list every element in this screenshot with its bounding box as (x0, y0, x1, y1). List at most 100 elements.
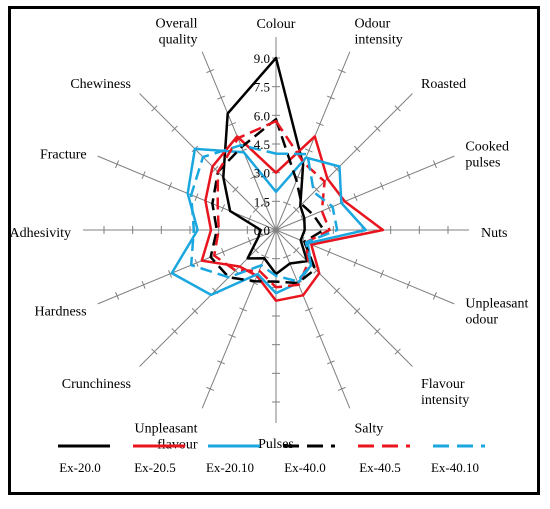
axis-label-hardness: Hardness (34, 305, 86, 320)
axis-tick-1-1 (283, 201, 291, 206)
r-tick-label: 9.0 (254, 51, 270, 66)
axis-spoke-14 (139, 93, 277, 231)
axis-label-roasted: Roasted (421, 77, 466, 92)
axis-tick-3-4 (379, 182, 384, 191)
series-line-Ex-20.0 (222, 56, 309, 276)
axis-tick-15-6 (206, 69, 215, 74)
axis-spoke-11 (97, 229, 277, 305)
axis-tick-7-3 (305, 307, 313, 312)
axis-tick-10-6 (151, 348, 158, 355)
axis-tick-3-6 (432, 160, 437, 169)
axis-tick-6-1 (293, 247, 300, 254)
axis-label-chewiness: Chewiness (70, 77, 131, 92)
axis-tick-7-6 (337, 386, 346, 391)
axis-tick-15-2 (250, 175, 258, 180)
axis-tick-3-3 (353, 193, 358, 201)
axis-tick-6-3 (333, 287, 340, 294)
axis-tick-5-6 (432, 291, 437, 300)
series-line-Ex-20.10 (170, 147, 368, 297)
legend-label-Ex-40.5: Ex-40.5 (359, 460, 401, 475)
axis-label-adhesivity: Adhesivity (11, 226, 71, 241)
axis-tick-11-4 (168, 269, 173, 278)
legend-label-Ex-40.0: Ex-40.0 (284, 460, 326, 475)
r-tick-label: 6.0 (254, 108, 270, 123)
axis-spoke-1 (275, 51, 351, 231)
axis-tick-10-5 (171, 328, 178, 335)
axis-spoke-2 (275, 93, 413, 231)
axis-spoke-3 (275, 155, 455, 231)
r-tick-label: 1.5 (254, 194, 270, 209)
axis-tick-1-4 (315, 122, 324, 127)
axis-tick-2-6 (394, 105, 401, 112)
axis-tick-3-2 (326, 204, 331, 212)
legend-label-Ex-20.0: Ex-20.0 (59, 460, 101, 475)
r-tick-label: 0.0 (254, 223, 270, 238)
axis-label-pulses: Pulses (258, 437, 294, 452)
legend-label-Ex-40.10: Ex-40.10 (431, 460, 479, 475)
axis-tick-14-2 (232, 186, 239, 193)
axis-tick-15-5 (217, 95, 226, 100)
axis-tick-13-6 (115, 160, 120, 169)
axis-tick-11-3 (194, 259, 199, 267)
axis-tick-6-6 (394, 348, 401, 355)
r-tick-label: 4.5 (254, 137, 270, 152)
axis-tick-14-3 (212, 166, 219, 173)
axis-tick-11-6 (115, 291, 120, 300)
axis-tick-13-4 (168, 182, 173, 191)
series-line-Ex-40.5 (212, 119, 331, 289)
axis-tick-14-5 (171, 125, 178, 132)
axis-tick-2-1 (293, 206, 300, 213)
axis-tick-9-5 (217, 360, 226, 365)
series-line-Ex-40.10 (189, 143, 339, 283)
axis-label-crunchiness: Crunchiness (62, 377, 131, 392)
axis-tick-13-2 (221, 204, 226, 212)
axis-tick-7-1 (283, 254, 291, 259)
axis-tick-2-5 (374, 125, 381, 132)
axis-tick-14-1 (252, 206, 259, 213)
axis-label-colour: Colour (257, 17, 296, 32)
axis-tick-1-5 (326, 95, 335, 100)
axis-tick-1-6 (337, 69, 346, 74)
axis-spoke-6 (275, 229, 413, 367)
axis-tick-6-5 (374, 328, 381, 335)
axis-tick-5-2 (326, 248, 331, 256)
series-line-Ex-40.0 (209, 117, 326, 285)
series-line-Ex-20.5 (200, 135, 385, 302)
legend-label-Ex-20.5: Ex-20.5 (134, 460, 176, 475)
axis-tick-5-3 (353, 259, 358, 267)
axis-tick-9-6 (206, 386, 215, 391)
axis-tick-11-5 (141, 280, 146, 289)
axis-tick-14-6 (151, 105, 158, 112)
axis-tick-11-1 (247, 237, 252, 245)
legend-label-Ex-20.10: Ex-20.10 (206, 460, 254, 475)
axis-tick-10-4 (191, 307, 199, 315)
axis-tick-2-2 (313, 186, 320, 193)
axis-tick-7-4 (315, 333, 324, 338)
axis-tick-7-5 (326, 360, 335, 365)
axis-spoke-10 (139, 229, 277, 367)
axis-tick-13-3 (194, 193, 199, 201)
axis-tick-5-5 (406, 280, 411, 289)
axis-spoke-7 (275, 229, 351, 409)
axis-tick-3-5 (406, 171, 411, 180)
axis-tick-15-4 (228, 122, 237, 127)
axis-spoke-15 (201, 51, 277, 231)
axis-tick-6-4 (353, 307, 361, 315)
axis-tick-11-2 (221, 248, 226, 256)
r-tick-label: 7.5 (254, 80, 270, 95)
axis-label-unpleasant-flavour: Unpleasantflavour (135, 421, 198, 452)
axis-tick-9-3 (239, 307, 247, 312)
axis-tick-1-3 (305, 148, 313, 153)
axis-tick-9-1 (261, 254, 269, 259)
axis-tick-5-4 (379, 269, 384, 278)
axis-tick-9-4 (228, 333, 237, 338)
r-tick-label: 3.0 (254, 166, 270, 181)
axis-tick-2-4 (353, 145, 361, 153)
axis-label-fracture: Fracture (40, 148, 87, 163)
